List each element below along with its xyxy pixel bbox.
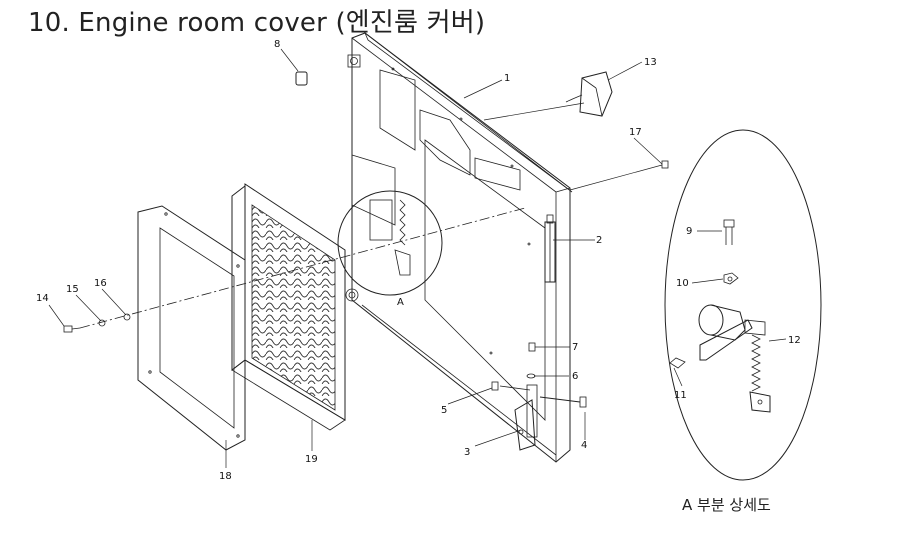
label-part-6: 6 bbox=[572, 371, 578, 382]
label-part-7: 7 bbox=[572, 342, 578, 353]
label-part-15: 15 bbox=[66, 284, 79, 295]
mesh-grille-panel bbox=[231, 183, 346, 431]
page-title: 10. Engine room cover (엔진룸 커버) bbox=[28, 8, 486, 38]
label-part-14: 14 bbox=[36, 293, 49, 304]
small-hardware bbox=[491, 342, 536, 391]
main-frame bbox=[345, 31, 573, 463]
gasket-frame bbox=[137, 205, 246, 451]
label-part-2: 2 bbox=[596, 235, 602, 246]
knob-8 bbox=[295, 71, 308, 86]
fasteners-14-15-16 bbox=[63, 207, 526, 333]
label-part-9: 9 bbox=[686, 226, 692, 237]
label-part-16: 16 bbox=[94, 278, 107, 289]
detail-view-ellipse bbox=[664, 129, 822, 481]
label-part-10: 10 bbox=[676, 278, 689, 289]
lower-hinge bbox=[514, 384, 538, 451]
label-part-19: 19 bbox=[305, 454, 318, 465]
label-part-1: 1 bbox=[504, 73, 510, 84]
detail-caption: A 부분 상세도 bbox=[682, 496, 771, 514]
detail-marker-circle bbox=[337, 190, 443, 296]
upper-hinge bbox=[544, 214, 556, 283]
leader-lines bbox=[48, 48, 787, 468]
label-part-4: 4 bbox=[581, 440, 587, 451]
bolt-4 bbox=[539, 396, 587, 408]
screw-17 bbox=[661, 160, 669, 169]
label-part-11: 11 bbox=[674, 390, 687, 401]
detail-marker-label: A bbox=[397, 297, 404, 308]
label-part-17: 17 bbox=[629, 127, 642, 138]
label-part-3: 3 bbox=[464, 447, 470, 458]
label-part-12: 12 bbox=[788, 335, 801, 346]
upper-bracket-13 bbox=[565, 71, 613, 117]
label-part-18: 18 bbox=[219, 471, 232, 482]
label-part-13: 13 bbox=[644, 57, 657, 68]
label-part-8: 8 bbox=[274, 39, 280, 50]
label-part-5: 5 bbox=[441, 405, 447, 416]
